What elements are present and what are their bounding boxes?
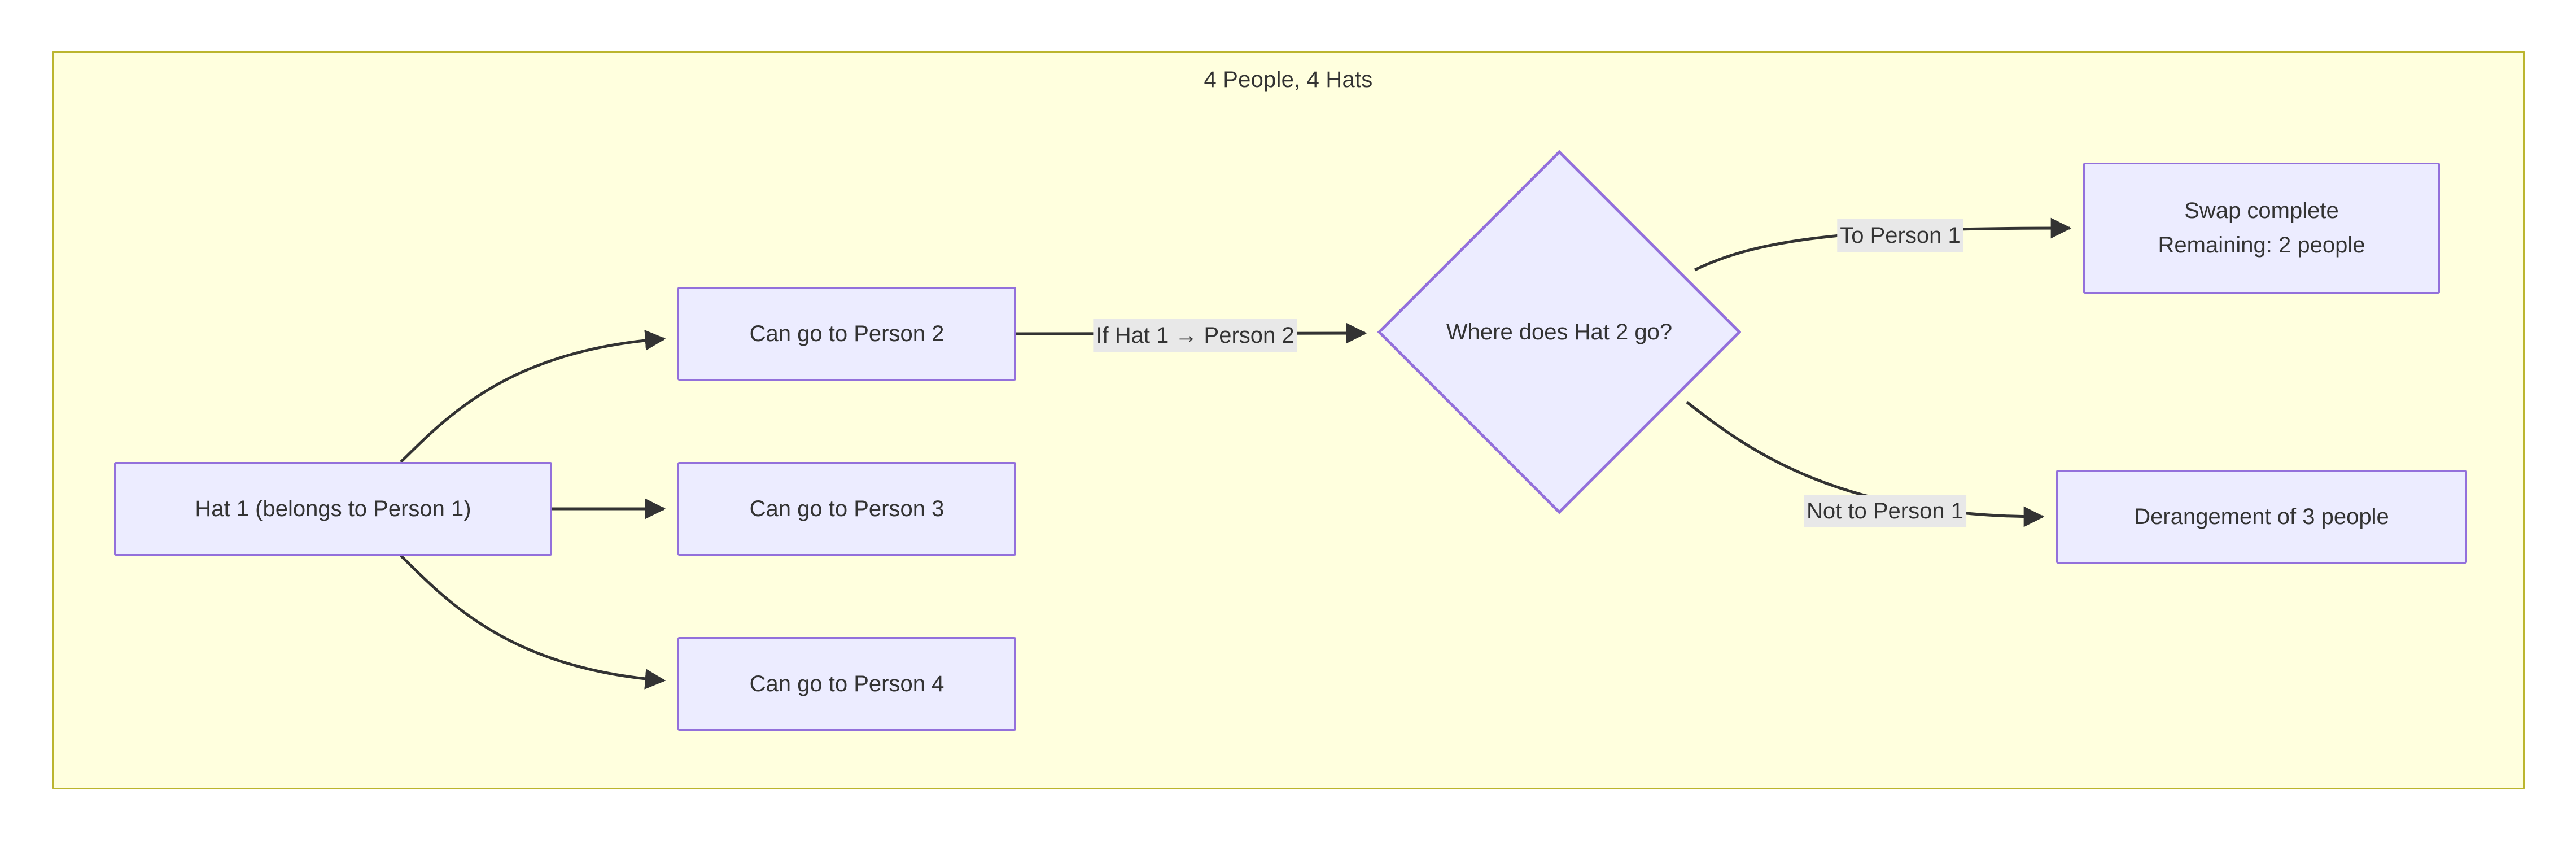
node-derangement-label: Derangement of 3 people xyxy=(2134,504,2389,529)
node-decision-label: Where does Hat 2 go? xyxy=(1446,319,1673,344)
subgraph-title: 4 People, 4 Hats xyxy=(1204,67,1373,92)
edge-label-not-to-person-1: Not to Person 1 xyxy=(1804,495,1966,527)
node-can-go-to-person-3[interactable]: Can go to Person 3 xyxy=(677,462,1016,556)
node-swap-label-line1: Swap complete xyxy=(2184,198,2339,224)
edge-label-if-hat-1-person-2: If Hat 1 → Person 2 xyxy=(1093,319,1297,352)
node-person4-label: Can go to Person 4 xyxy=(749,671,944,696)
node-swap-complete[interactable]: Swap complete Remaining: 2 people xyxy=(2083,163,2440,294)
node-can-go-to-person-4[interactable]: Can go to Person 4 xyxy=(677,637,1016,731)
node-swap-label-line2: Remaining: 2 people xyxy=(2158,233,2365,258)
subgraph-container: 4 People, 4 Hats xyxy=(52,51,2525,789)
node-person2-label: Can go to Person 2 xyxy=(749,321,944,346)
node-person3-label: Can go to Person 3 xyxy=(749,496,944,521)
diamond-shape xyxy=(1377,150,1741,514)
edge-label-to-person-1: To Person 1 xyxy=(1837,219,1963,252)
node-can-go-to-person-2[interactable]: Can go to Person 2 xyxy=(677,287,1016,381)
node-hat1-label: Hat 1 (belongs to Person 1) xyxy=(195,496,471,521)
node-derangement-of-3-people[interactable]: Derangement of 3 people xyxy=(2056,470,2467,564)
node-decision-where-does-hat-2-go[interactable]: Where does Hat 2 go? xyxy=(1377,150,1741,514)
node-hat1[interactable]: Hat 1 (belongs to Person 1) xyxy=(114,462,552,556)
